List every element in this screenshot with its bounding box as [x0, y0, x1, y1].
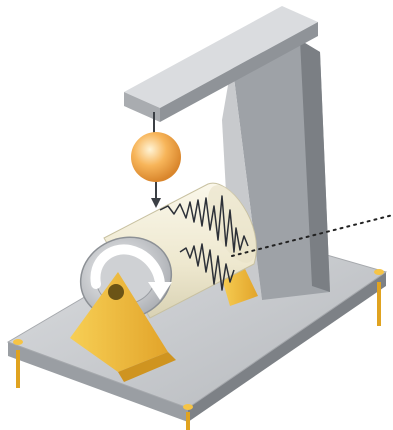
suspended-mass	[131, 132, 181, 182]
pen-stylus	[151, 182, 161, 208]
